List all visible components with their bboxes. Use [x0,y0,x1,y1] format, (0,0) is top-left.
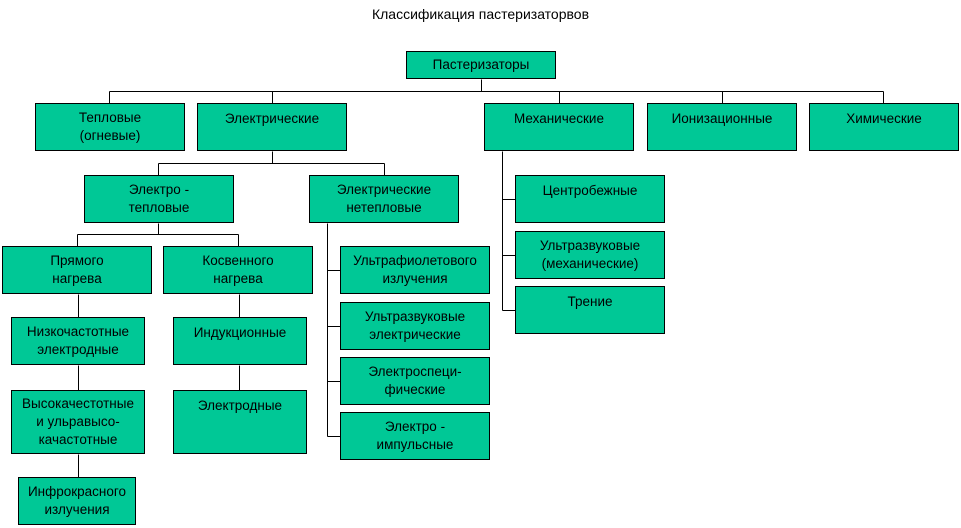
node-label-line: Пастеризаторы [432,57,530,72]
node-label-line: Ультрафиолетового [353,253,477,268]
node-label-line: нетепловые [346,200,422,215]
node-label-line: (механические) [541,256,639,271]
node-label-line: фические [384,382,446,397]
node-electro-thermal: Электро - тепловые [84,175,234,223]
node-label-line: Инфрокрасного [27,484,127,499]
node-label-line: Ионизационные [671,111,773,126]
node-label-line: Электрические [224,111,320,126]
node-label-line: Высокачестотные [22,396,134,411]
node-label-line: нагрева [52,271,102,286]
node-high-freq: Высокачестотные и ульравысо-качастотные [11,390,145,454]
node-chemical: Химические [809,103,959,151]
node-mechanical: Механические [484,103,634,151]
node-label-line: Электродные [197,398,283,413]
node-label-line: Механические [514,111,604,126]
node-electro-pulse: Электро - импульсные [340,412,490,460]
node-induction: Индукционные [173,317,307,365]
node-label-line: нагрева [213,271,263,286]
node-low-freq-electrode: Низкочастотные электродные [11,317,145,365]
node-electrode: Электродные [173,390,307,454]
node-label-line: Ультразвуковые [364,309,466,324]
node-label-line: Тепловые [78,110,142,125]
node-electric-nonthermal: Электрические нетепловые [309,175,459,223]
diagram-title: Классификация пастеризаторвов [371,6,590,22]
node-label-line: Прямого [50,253,104,268]
node-ionizing: Ионизационные [647,103,797,151]
node-label-line: (огневые) [79,128,141,143]
node-label-line: Электрические [336,182,432,197]
node-centrifugal: Центробежные [515,175,665,223]
node-label-line: Центробежные [542,183,638,198]
node-label-line: тепловые [128,200,190,215]
node-direct-heating: Прямого нагрева [2,246,152,294]
node-electric: Электрические [197,103,347,151]
node-label-line: Низкочастотные [26,324,130,339]
node-indirect-heating: Косвенного нагрева [163,246,313,294]
node-label-line: Электро - [384,419,446,434]
node-label-line: излучения [382,271,448,286]
node-ultrasonic-mechanical: Ультразвуковые (механические) [515,231,665,279]
node-label-line: электродные [37,342,119,357]
node-friction: Трение [515,286,665,334]
node-label-line: Косвенного [202,253,274,268]
node-label-line: импульсные [376,437,454,452]
node-infrared: Инфрокрасного излучения [18,477,136,525]
node-root: Пастеризаторы [406,51,556,79]
node-ultrasonic-electric: Ультразвуковые электрические [340,302,490,350]
node-ultraviolet: Ультрафиолетового излучения [340,246,490,294]
node-label-line: Электроспеци- [368,364,462,379]
node-label-line: Трение [567,294,613,309]
node-thermal: Тепловые (огневые) [35,103,185,151]
node-label-line: и ульравысо- [36,414,120,429]
node-label-line: качастотные [38,432,118,447]
node-label-line: Ультразвуковые [539,238,641,253]
node-label-line: электрические [369,327,461,342]
node-label-line: Химические [846,111,922,126]
node-label-line: излучения [44,502,110,517]
node-label-line: Электро - [128,182,190,197]
node-label-line: Индукционные [193,325,287,340]
node-electrospecific: Электроспеци-фические [340,357,490,405]
